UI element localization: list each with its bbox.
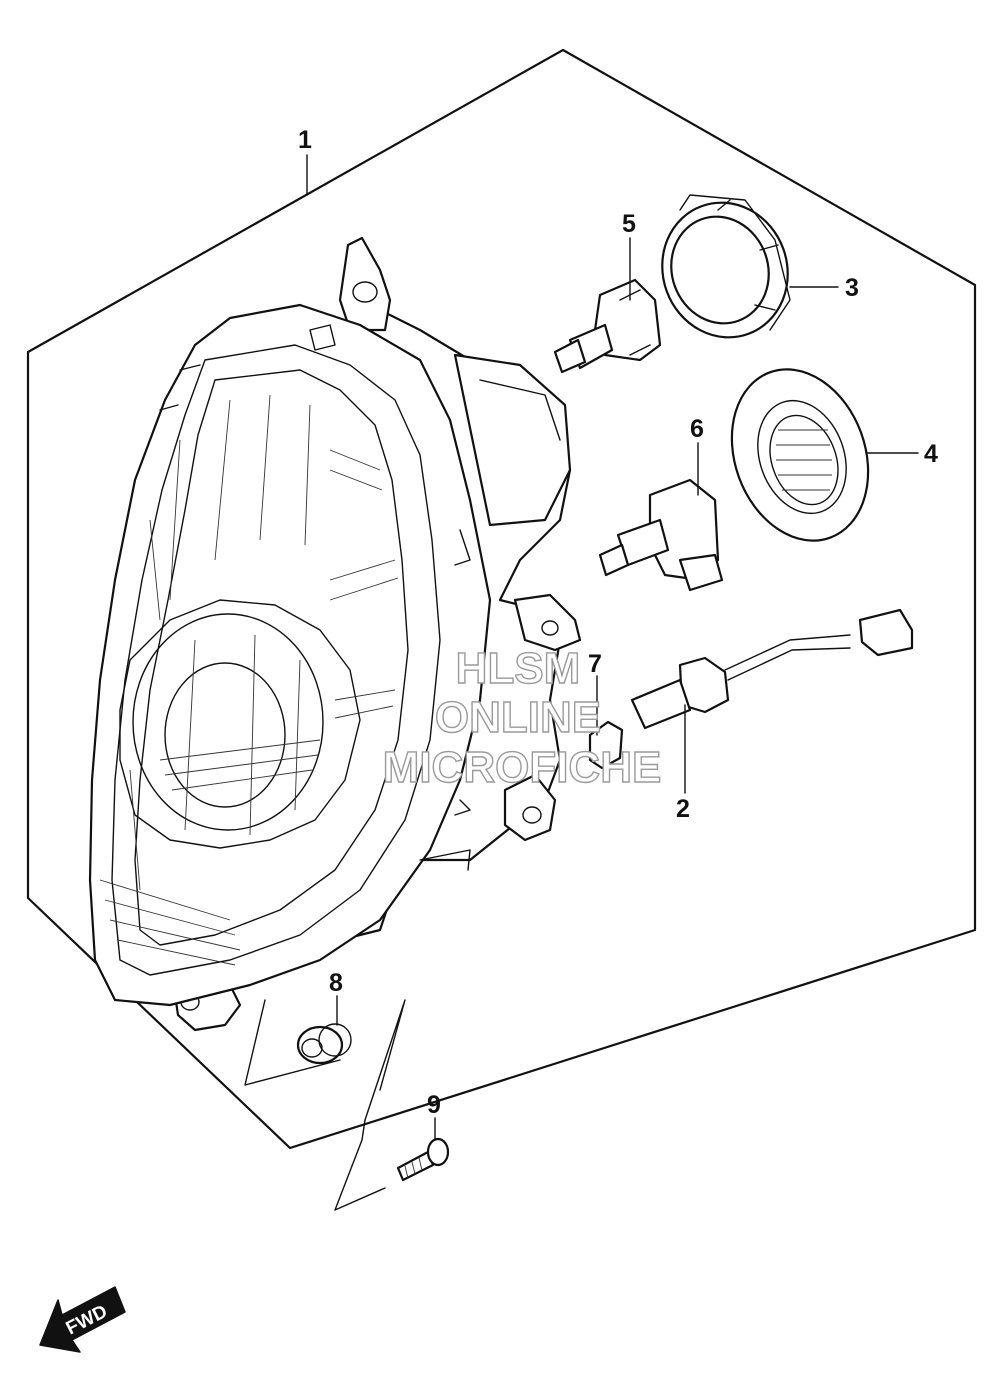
callout-8: 8 <box>329 969 343 997</box>
main-bulb-part <box>553 278 662 374</box>
rubber-cover-part <box>730 368 870 542</box>
callout-1: 1 <box>298 126 312 154</box>
callout-9: 9 <box>427 1091 441 1119</box>
callout-2: 2 <box>676 795 690 823</box>
callout-4: 4 <box>924 440 938 468</box>
socket-ring-part <box>661 194 791 339</box>
leader-lines <box>306 154 919 1141</box>
watermark-line-1: HLSM <box>456 644 581 693</box>
watermark-line-3: MICROFICHE <box>383 743 662 792</box>
headlamp-housing <box>88 236 582 1032</box>
callout-5: 5 <box>622 210 636 238</box>
watermark-line-2: ONLINE <box>435 693 601 742</box>
screw-part <box>334 1119 450 1211</box>
callout-7: 7 <box>588 650 602 678</box>
callout-6: 6 <box>690 415 704 443</box>
assembly-boundary <box>26 48 977 1150</box>
fwd-arrow-icon <box>39 1286 126 1353</box>
callout-3: 3 <box>845 274 859 302</box>
socket-harness-part <box>630 608 914 730</box>
fwd-arrow: FWD <box>39 1286 126 1353</box>
fog-bulb-part <box>598 478 724 592</box>
position-bulb-part <box>588 720 624 770</box>
grommet-part <box>244 999 406 1121</box>
